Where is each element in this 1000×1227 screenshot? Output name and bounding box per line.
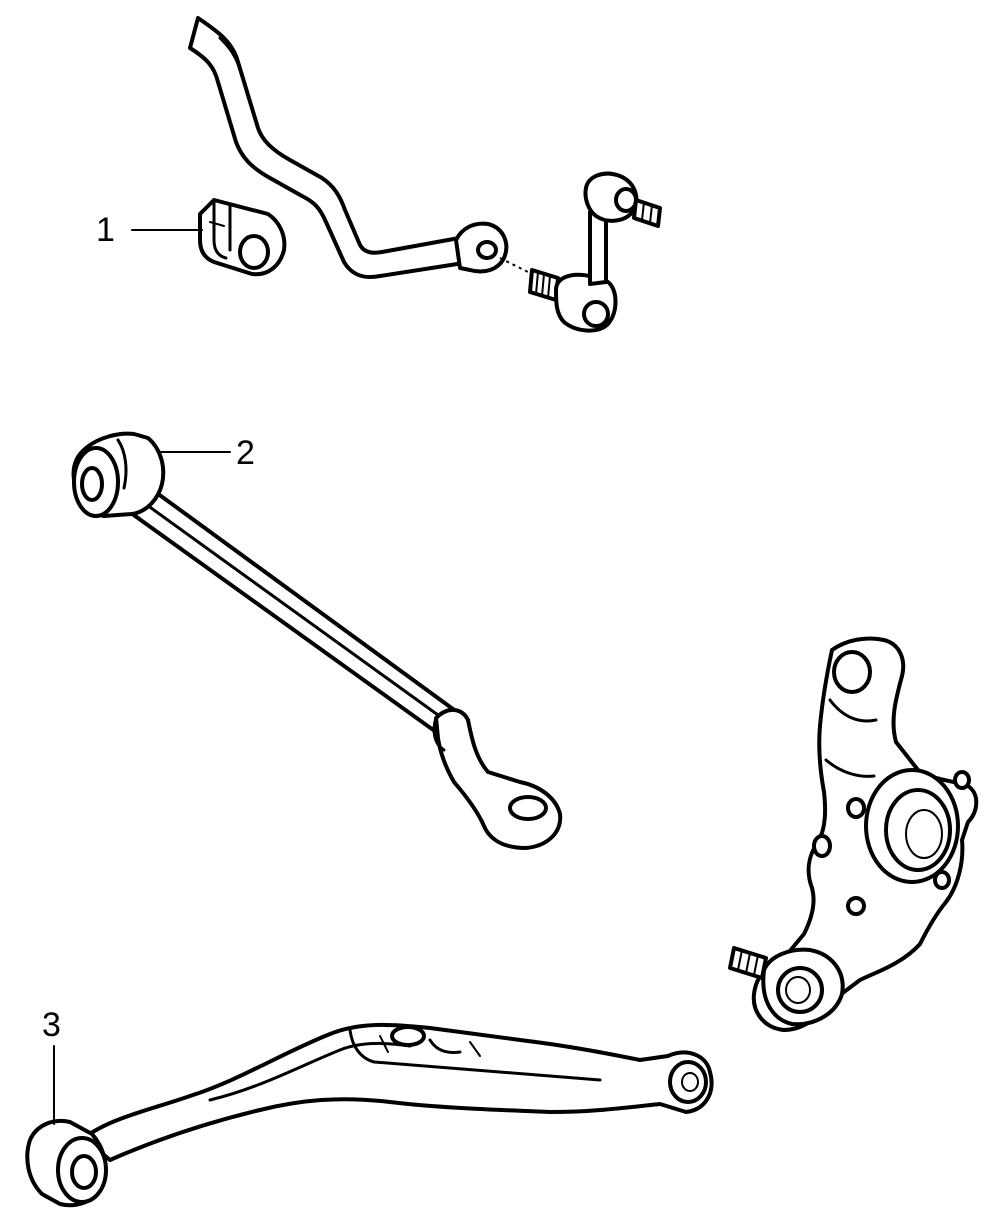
callout-1: 1 — [96, 211, 203, 249]
lower-control-arm — [25, 1022, 714, 1208]
stabilizer-link — [499, 171, 662, 333]
callout-3: 3 — [42, 1006, 61, 1125]
callout-3-label: 3 — [42, 1006, 61, 1044]
stabilizer-bar — [188, 16, 509, 279]
callout-2: 2 — [159, 434, 255, 472]
stabilizer-bar-bushing — [198, 198, 287, 277]
callout-2-label: 2 — [236, 434, 255, 472]
steering-knuckle — [728, 636, 979, 1032]
callout-1-label: 1 — [96, 211, 115, 249]
strut-rod — [71, 431, 563, 850]
